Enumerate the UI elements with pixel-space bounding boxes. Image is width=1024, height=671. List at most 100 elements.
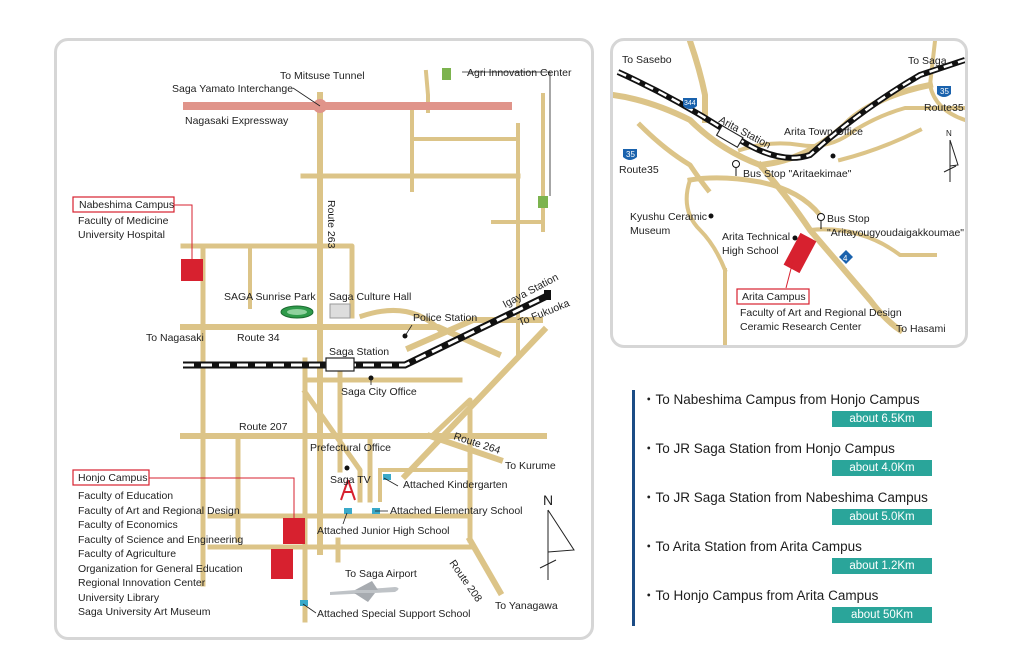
arita-north-arrow-icon xyxy=(943,139,959,182)
junior-high-label: Attached Junior High School xyxy=(317,525,450,537)
distance-badge: about 6.5Km xyxy=(832,411,932,427)
culture-hall-icon xyxy=(329,303,351,319)
technical-school-label-1: Arita Technical xyxy=(722,231,790,243)
road xyxy=(928,41,965,123)
nabeshima-faculty-2: University Hospital xyxy=(78,229,165,241)
arita-map-svg: 344 35 35 4 N To Sasebo To Saga Route35 … xyxy=(613,41,965,345)
elementary-school-label: Attached Elementary School xyxy=(390,505,523,517)
nabeshima-campus-block[interactable] xyxy=(181,259,203,281)
honjo-faculty-item: Faculty of Art and Regional Design xyxy=(78,505,240,517)
town-office-dot xyxy=(830,153,836,159)
honjo-faculty-item: Faculty of Agriculture xyxy=(78,548,176,560)
bus-stop-2-label-1: Bus Stop xyxy=(827,213,870,225)
culture-hall-label: Saga Culture Hall xyxy=(329,291,411,303)
special-school-icon xyxy=(300,600,308,606)
airplane-icon xyxy=(330,581,399,602)
nabeshima-faculty-1: Faculty of Medicine xyxy=(78,215,169,227)
prefectural-office-label: Prefectural Office xyxy=(310,442,391,454)
road xyxy=(837,127,923,163)
distance-accent-line xyxy=(632,390,635,626)
expressway-label: Nagasaki Expressway xyxy=(185,115,289,127)
route-208-road xyxy=(465,535,505,597)
shield-4-label: 4 xyxy=(843,254,848,263)
arita-campus-block[interactable] xyxy=(783,232,817,274)
kindergarten-icon xyxy=(383,474,391,480)
leader-lines xyxy=(292,71,551,614)
distance-badge: about 4.0Km xyxy=(832,460,932,476)
distance-item: ・To JR Saga Station from Nabeshima Campu… xyxy=(642,486,932,532)
police-station-label: Police Station xyxy=(413,312,477,324)
road xyxy=(180,243,355,319)
to-saga-label: To Saga xyxy=(908,55,947,67)
road xyxy=(358,308,444,334)
saga-tv-label: Saga TV xyxy=(330,474,371,486)
bus-stop-icon xyxy=(732,160,740,176)
arita-campus-label-box xyxy=(736,288,810,305)
to-nagasaki-label: To Nagasaki xyxy=(146,332,204,344)
distance-badge: about 1.2Km xyxy=(832,558,932,574)
route-4-road xyxy=(755,160,905,335)
distance-badge: about 5.0Km xyxy=(832,509,932,525)
kyushu-museum-label-1: Kyushu Ceramic xyxy=(630,211,707,223)
arita-map: 344 35 35 4 N To Sasebo To Saga Route35 … xyxy=(610,38,968,348)
road xyxy=(636,121,712,194)
honjo-faculty-item: Faculty of Science and Engineering xyxy=(78,534,243,546)
agri-innovation-center-marker xyxy=(442,68,451,80)
route-35-left-label: Route35 xyxy=(619,164,659,176)
to-saga-airport-label: To Saga Airport xyxy=(345,568,417,580)
route-263-label: Route 263 xyxy=(325,200,337,249)
distance-label: ・To JR Saga Station from Honjo Campus xyxy=(642,441,895,456)
arita-campus-faculty-2: Ceramic Research Center xyxy=(740,321,862,333)
distance-item: ・To Nabeshima Campus from Honjo Campus a… xyxy=(642,388,932,434)
route-34-label: Route 34 xyxy=(237,332,280,344)
main-map: N To Mitsuse Tunnel Saga Yamato Intercha… xyxy=(54,38,594,640)
honjo-faculty-list: Faculty of Education Faculty of Art and … xyxy=(78,490,243,618)
honjo-campus-block-2[interactable] xyxy=(271,549,293,579)
route-344-road xyxy=(686,41,708,123)
prefectural-office-dot xyxy=(344,465,350,471)
road xyxy=(684,177,728,273)
bus-stop-2-label-2: "Aritayougyoudaigakkoumae" xyxy=(827,227,964,239)
saga-tv-tower-icon xyxy=(340,479,356,501)
honjo-faculty-item: Faculty of Economics xyxy=(78,519,178,531)
route-shields: 344 35 35 4 xyxy=(623,86,951,264)
nabeshima-campus-title[interactable]: Nabeshima Campus xyxy=(79,199,174,211)
yamato-interchange-label: Saga Yamato Interchange xyxy=(172,83,293,95)
road xyxy=(737,106,965,153)
road xyxy=(301,388,363,503)
arita-campus-faculty-1: Faculty of Art and Regional Design xyxy=(740,307,902,319)
road xyxy=(687,175,824,219)
bus-stop-icon xyxy=(817,213,825,229)
shield-35-left-label: 35 xyxy=(626,150,635,159)
route-208-label: Route 208 xyxy=(447,558,485,605)
to-yanagawa-label: To Yanagawa xyxy=(495,600,558,612)
shield-35-right-label: 35 xyxy=(940,87,949,96)
agri-center-label: Agri Innovation Center xyxy=(467,67,572,79)
honjo-campus-block[interactable] xyxy=(283,518,305,544)
distance-item: ・To Arita Station from Arita Campus abou… xyxy=(642,535,932,581)
distance-item: ・To Honjo Campus from Arita Campus about… xyxy=(642,584,932,630)
distance-label: ・To Honjo Campus from Arita Campus xyxy=(642,588,879,603)
sunrise-park-icon-inner xyxy=(287,309,307,315)
road xyxy=(807,227,937,257)
technical-school-label-2: High School xyxy=(722,245,779,257)
arita-campus-title[interactable]: Arita Campus xyxy=(742,291,806,303)
honjo-campus-label-box xyxy=(72,469,150,486)
saga-station-marker xyxy=(325,357,355,372)
honjo-campus-title[interactable]: Honjo Campus xyxy=(78,472,147,484)
distance-item: ・To JR Saga Station from Honjo Campus ab… xyxy=(642,437,932,483)
road xyxy=(400,325,549,481)
main-map-svg: N To Mitsuse Tunnel Saga Yamato Intercha… xyxy=(72,67,575,623)
honjo-faculty-item: University Library xyxy=(78,592,160,604)
honjo-faculty-item: Faculty of Education xyxy=(78,490,173,502)
arita-railway xyxy=(616,57,965,161)
north-label: N xyxy=(543,492,553,508)
kyushu-museum-label-2: Museum xyxy=(630,225,671,237)
distance-label: ・To Nabeshima Campus from Honjo Campus xyxy=(642,392,920,407)
nabeshima-campus-label-box xyxy=(72,196,175,213)
city-office-label: Saga City Office xyxy=(341,386,417,398)
technical-school-dot xyxy=(792,235,798,241)
to-hasami-label: To Hasami xyxy=(896,323,946,335)
igaya-station-marker xyxy=(544,290,551,300)
road-network xyxy=(180,69,549,623)
